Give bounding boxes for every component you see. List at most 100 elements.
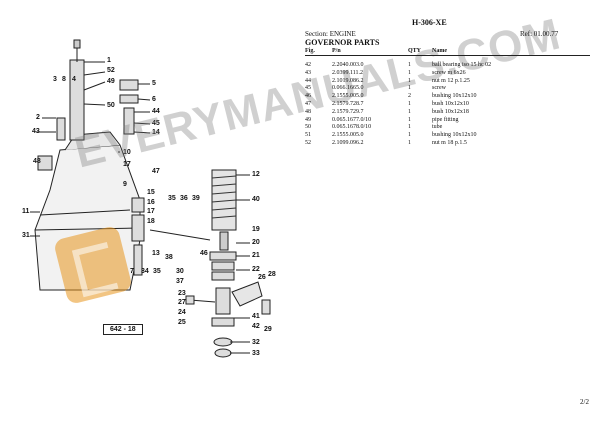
callout: 9 [123, 181, 127, 188]
cell-name: nut m 18 p.1.5 [432, 139, 467, 146]
callout: 21 [252, 252, 260, 259]
callout: 8 [62, 76, 66, 83]
callout: 15 [147, 189, 155, 196]
cell-fig: 52 [305, 139, 311, 146]
exploded-parts-diagram: 1 52 49 50 5 6 44 45 14 3 8 4 2 43 10 48… [0, 0, 300, 380]
column-header-qty: QTY [408, 47, 432, 56]
callout: 24 [178, 309, 186, 316]
callout: 35 [153, 268, 161, 275]
callout: 45 [152, 120, 160, 127]
cell-pn: 2.1555.005.0 [332, 132, 364, 139]
table-header-row: Fig. P/n QTY Name [305, 47, 590, 56]
callout: 40 [252, 196, 260, 203]
callout: 13 [152, 250, 160, 257]
cell-qty: 1 [408, 108, 411, 115]
callout: 7 [130, 268, 134, 275]
page-title: GOVERNOR PARTS [305, 38, 380, 47]
callout: 26 [258, 274, 266, 281]
callout: 11 [22, 208, 30, 215]
cell-pn: 0.066.1665.0 [332, 85, 364, 92]
table-row: 52 2.1099.096.2 1 nut m 18 p.1.5 [305, 140, 590, 148]
callout: 39 [192, 195, 200, 202]
cell-name: screw m 6x26 [432, 69, 466, 76]
diagram-callouts: 1 52 49 50 5 6 44 45 14 3 8 4 2 43 10 48… [0, 0, 300, 380]
callout: 18 [147, 218, 155, 225]
callout: 46 [200, 250, 208, 257]
column-header-fig: Fig. [305, 47, 332, 56]
callout: 41 [252, 313, 260, 320]
callout: 20 [252, 239, 260, 246]
callout: 27 [178, 299, 186, 306]
cell-fig: 49 [305, 116, 311, 123]
page-number: 2/2 [580, 398, 589, 406]
cell-qty: 1 [408, 85, 411, 92]
cell-fig: 45 [305, 85, 311, 92]
cell-pn: 0.065.1678.0/10 [332, 124, 372, 131]
cell-fig: 47 [305, 100, 311, 107]
cell-fig: 46 [305, 93, 311, 100]
cell-pn: 2.1579.728.7 [332, 100, 364, 107]
callout: 28 [268, 271, 276, 278]
cell-qty: 1 [408, 69, 411, 76]
cell-fig: 50 [305, 124, 311, 131]
cell-pn: 2.2040.003.0 [332, 62, 364, 68]
cell-name: bushing 10x12x10 [432, 132, 477, 139]
callout: 37 [176, 278, 184, 285]
cell-qty: 1 [408, 100, 411, 107]
callout: 49 [107, 78, 115, 85]
cell-pn: 2.0399.111.2 [332, 69, 364, 76]
cell-name: bush 10x12x18 [432, 108, 469, 115]
cell-name: ball bearing iso 15 hc 02 [432, 62, 492, 68]
cell-fig: 51 [305, 132, 311, 139]
callout: 4 [72, 76, 76, 83]
cell-qty: 1 [408, 62, 411, 68]
cell-fig: 44 [305, 77, 311, 84]
callout: 50 [107, 102, 115, 109]
callout: 14 [152, 129, 160, 136]
cell-name: screw [432, 85, 446, 92]
table-row: 44 2.1019.086.2 1 nut m 12 p.1.25 [305, 78, 590, 86]
callout: 2 [36, 114, 40, 121]
cell-pn: 0.065.1677.0/10 [332, 116, 372, 123]
callout: 1 [107, 57, 111, 64]
callout: 3 [53, 76, 57, 83]
table-row: 42 2.2040.003.0 1 ball bearing iso 15 hc… [305, 56, 590, 70]
cell-fig: 48 [305, 108, 311, 115]
callout: 35 [168, 195, 176, 202]
cell-qty: 1 [408, 124, 411, 131]
callout: 6 [152, 96, 156, 103]
reference-label: Ref: 01.00.77 [520, 30, 559, 38]
callout: 32 [252, 339, 260, 346]
callout: 33 [252, 350, 260, 357]
table-row: 48 2.1579.729.7 1 bush 10x12x18 [305, 109, 590, 117]
cell-qty: 1 [408, 139, 411, 146]
cell-fig: 43 [305, 69, 311, 76]
cell-qty: 1 [408, 77, 411, 84]
callout: 30 [176, 268, 184, 275]
callout: 19 [252, 226, 260, 233]
callout: 22 [252, 266, 260, 273]
cell-pn: 2.1099.096.2 [332, 139, 364, 146]
cell-qty: 1 [408, 116, 411, 123]
callout: 34 [141, 268, 149, 275]
cell-pn: 2.1019.086.2 [332, 77, 364, 84]
callout: 23 [178, 290, 186, 297]
callout: 48 [33, 158, 41, 165]
callout: 5 [152, 80, 156, 87]
callout: 12 [252, 171, 260, 178]
cell-name: tube [432, 124, 443, 131]
table-row: 43 2.0399.111.2 1 screw m 6x26 [305, 70, 590, 78]
callout: 25 [178, 319, 186, 326]
callout: 52 [107, 67, 115, 74]
cell-fig: 42 [305, 62, 311, 68]
callout: 17 [123, 161, 131, 168]
callout: 10 [123, 149, 131, 156]
callout: 38 [165, 254, 173, 261]
table-row: 50 0.065.1678.0/10 1 tube [305, 124, 590, 132]
cell-pn: 2.1555.005.0 [332, 93, 364, 100]
callout: 43 [32, 128, 40, 135]
callout: 47 [152, 168, 160, 175]
cell-name: nut m 12 p.1.25 [432, 77, 470, 84]
callout: 31 [22, 232, 30, 239]
callout: 29 [264, 326, 272, 333]
